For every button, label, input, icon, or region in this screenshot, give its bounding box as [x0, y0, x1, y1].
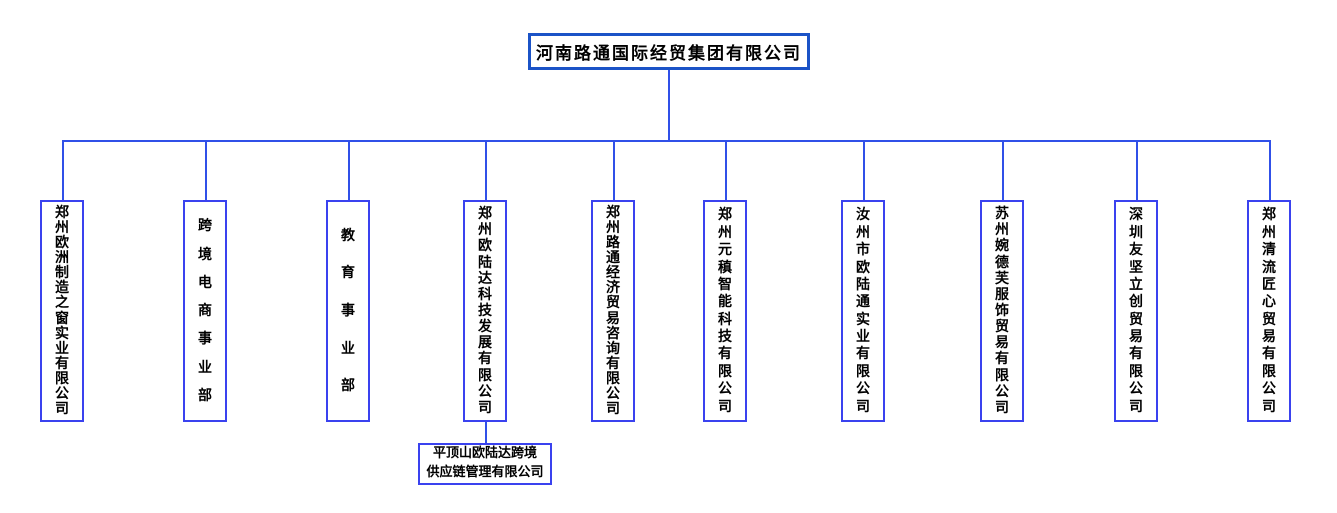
- connector-drop-3: [348, 140, 350, 200]
- connector-drop-10: [1269, 140, 1271, 200]
- connector-drop-2: [205, 140, 207, 200]
- org-node: 教育事业部: [326, 200, 370, 422]
- org-node: 汝州市欧陆通实业有限公司: [841, 200, 885, 422]
- org-node: 郑州清流匠心贸易有限公司: [1247, 200, 1291, 422]
- org-node: 郑州路通经济贸易咨询有限公司: [591, 200, 635, 422]
- connector-horizontal-rail: [62, 140, 1270, 142]
- org-node: 郑州欧陆达科技发展有限公司: [463, 200, 507, 422]
- connector-drop-8: [1002, 140, 1004, 200]
- org-node-root: 河南路通国际经贸集团有限公司: [528, 33, 810, 70]
- org-node: 郑州欧洲制造之窗实业有限公司: [40, 200, 84, 422]
- connector-drop-7: [863, 140, 865, 200]
- org-node: 跨境电商事业部: [183, 200, 227, 422]
- org-node: 郑州元稹智能科技有限公司: [703, 200, 747, 422]
- org-node-subchild: 平顶山欧陆达跨境 供应链管理有限公司: [418, 443, 552, 485]
- org-node: 苏州婉德芙服饰贸易有限公司: [980, 200, 1024, 422]
- connector-drop-1: [62, 140, 64, 200]
- connector-subchild: [485, 422, 487, 443]
- connector-drop-5: [613, 140, 615, 200]
- org-node: 深圳友坚立创贸易有限公司: [1114, 200, 1158, 422]
- connector-drop-9: [1136, 140, 1138, 200]
- connector-root-trunk: [668, 70, 670, 140]
- connector-drop-4: [485, 140, 487, 200]
- connector-drop-6: [725, 140, 727, 200]
